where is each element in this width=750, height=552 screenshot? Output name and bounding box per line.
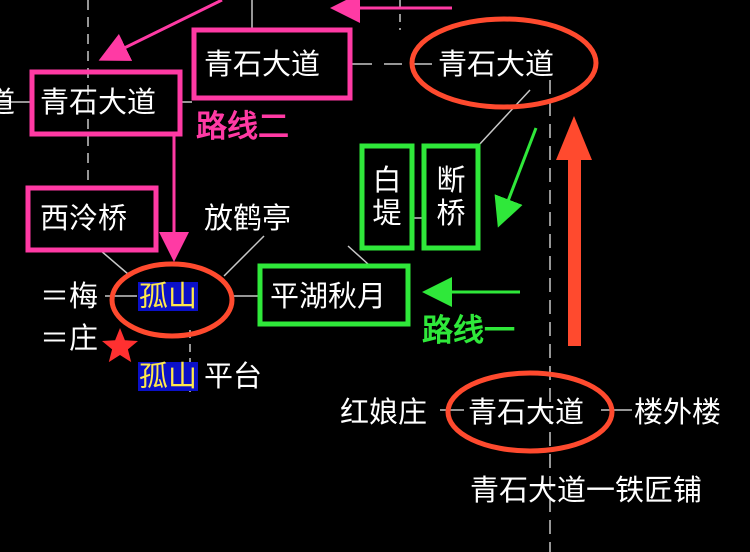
station-fanghe-ting: 放鹤亭 <box>204 201 292 235</box>
station-gushan-platform-suffix: 平台 <box>204 359 263 393</box>
station-baidi: 白堤 <box>372 163 402 231</box>
green-route-arrows <box>422 127 538 307</box>
pink-station-boxes <box>25 27 353 253</box>
box-pinghu-qiuyue <box>257 263 411 327</box>
star-icon <box>102 328 138 363</box>
path-lines <box>0 0 632 552</box>
pink-route-arrows <box>98 0 452 262</box>
station-qingshi-top-right: 青石大道 <box>438 47 555 81</box>
station-qingshi-tiejiang: 青石大道一铁匠铺 <box>470 473 703 507</box>
route-one-label: 路线一 <box>422 313 515 349</box>
station-louwailou: 楼外楼 <box>634 395 722 429</box>
green-station-boxes <box>257 143 481 327</box>
box-qingshi-left <box>29 69 183 137</box>
station-qingshi-left: 青石大道 <box>40 85 157 119</box>
box-qingshi-top <box>191 27 353 101</box>
box-xilengqiao <box>25 185 159 253</box>
ellipse-qingshi-top-right <box>409 16 599 110</box>
station-duanqiao: 断桥 <box>436 163 466 231</box>
station-gushan-platform-highlight: 孤山 <box>138 359 199 393</box>
station-qingshi-top: 青石大道 <box>204 47 321 81</box>
station-zhuang-prefix: ＝庄 <box>40 321 99 355</box>
box-baidi <box>359 143 415 251</box>
route-two-label: 路线二 <box>196 109 289 145</box>
station-mei-prefix: ＝梅 <box>40 279 99 313</box>
red-highlights <box>109 16 615 454</box>
station-gushan: 孤山 <box>138 279 199 313</box>
station-left-edge-fragment: 道 <box>0 85 16 119</box>
box-duanqiao <box>421 143 481 251</box>
ellipse-qingshi-bottom <box>445 370 615 454</box>
station-hongniang-zhuang: 红娘庄 <box>340 395 428 429</box>
red-arrow <box>556 116 592 346</box>
station-qingshi-bottom: 青石大道 <box>468 395 585 429</box>
station-xilengqiao: 西泠桥 <box>40 201 128 235</box>
station-pinghu-qiuyue: 平湖秋月 <box>270 279 387 313</box>
ellipse-gushan <box>109 261 235 339</box>
